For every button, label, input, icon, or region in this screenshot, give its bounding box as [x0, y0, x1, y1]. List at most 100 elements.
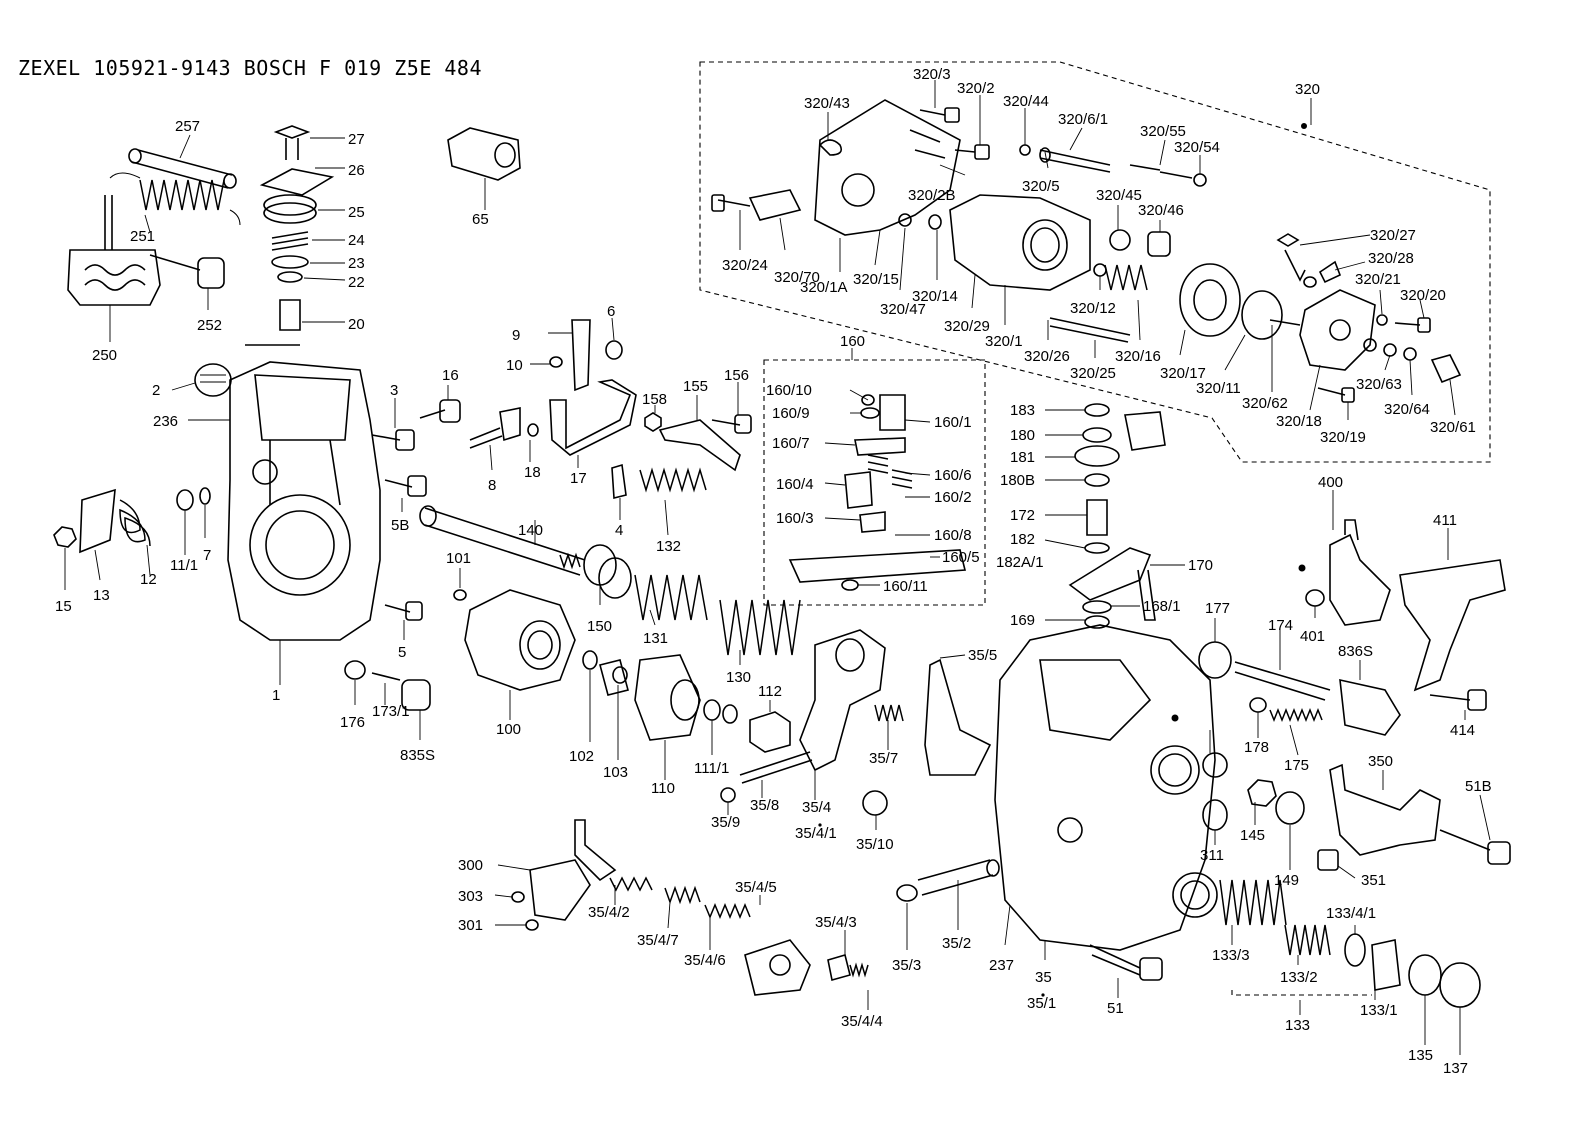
- label-320-54: 320/54: [1174, 139, 1220, 156]
- label-180: 180: [1010, 427, 1035, 444]
- label-35-2: 35/2: [942, 935, 971, 952]
- label-320-46: 320/46: [1138, 202, 1184, 219]
- housing-35: [994, 624, 1218, 951]
- assembly-160: [788, 394, 967, 591]
- label-320-18: 320/18: [1276, 413, 1322, 430]
- label-411: 411: [1433, 512, 1457, 529]
- label-5B: 5B: [391, 517, 409, 534]
- label-252: 252: [197, 317, 222, 334]
- stack-27-20: [245, 125, 335, 346]
- tube-257: [128, 148, 237, 189]
- parts-15-7: [53, 487, 211, 554]
- label-178: 178: [1244, 739, 1269, 756]
- label-35-4: 35/4: [802, 799, 831, 816]
- label-13: 13: [93, 587, 110, 604]
- label-160-11: 160/11: [883, 578, 928, 595]
- label-160-5: 160/5: [942, 549, 980, 566]
- label-16: 16: [442, 367, 459, 384]
- cam-100: [464, 589, 576, 691]
- parts-150-110: [583, 544, 801, 741]
- label-320-62: 320/62: [1242, 395, 1288, 412]
- label-23: 23: [348, 255, 365, 272]
- label-236: 236: [153, 413, 178, 430]
- parts-177-175: [1198, 641, 1401, 736]
- label-100: 100: [496, 721, 521, 738]
- parts-102-103: [582, 650, 629, 696]
- label-25: 25: [348, 204, 365, 221]
- label-320-55: 320/55: [1140, 123, 1186, 140]
- frame-160: [763, 359, 986, 606]
- label-133-2: 133/2: [1280, 969, 1318, 986]
- label-160-8: 160/8: [934, 527, 972, 544]
- label-176: 176: [340, 714, 365, 731]
- label-177: 177: [1205, 600, 1230, 617]
- label-160: 160: [840, 333, 865, 350]
- label-35-4-7: 35/4/7: [637, 932, 679, 949]
- label-133-1: 133/1: [1360, 1002, 1398, 1019]
- parts-9-4: [469, 319, 637, 500]
- spring-132: [639, 467, 707, 493]
- label-160-9: 160/9: [772, 405, 810, 422]
- label-51: 51: [1107, 1000, 1124, 1017]
- nut-65: [447, 127, 521, 181]
- label-300: 300: [458, 857, 483, 874]
- label-27: 27: [348, 131, 365, 148]
- label-351: 351: [1361, 872, 1386, 889]
- bolt-51: [1089, 944, 1163, 981]
- label-35-10: 35/10: [856, 836, 894, 853]
- label-160-1: 160/1: [934, 414, 972, 431]
- label-181: 181: [1010, 449, 1035, 466]
- label-160-3: 160/3: [776, 510, 814, 527]
- label-51B: 51B: [1465, 778, 1492, 795]
- label-320-20: 320/20: [1400, 287, 1446, 304]
- label-35: 35: [1035, 969, 1052, 986]
- label-414: 414: [1450, 722, 1475, 739]
- label-835S: 835S: [400, 747, 435, 764]
- label-301: 301: [458, 917, 483, 934]
- label-20: 20: [348, 316, 365, 333]
- label-111-1: 111/1: [694, 760, 729, 777]
- screws-3-16-5: [371, 399, 461, 621]
- label-168-1: 168/1: [1143, 598, 1181, 615]
- label-320-61: 320/61: [1430, 419, 1476, 436]
- label-140: 140: [518, 522, 543, 539]
- label-320-26: 320/26: [1024, 348, 1070, 365]
- label-22: 22: [348, 274, 365, 291]
- label-11-1: 11/1: [170, 557, 198, 574]
- label-320-6-1: 320/6/1: [1058, 111, 1108, 128]
- label-174: 174: [1268, 617, 1293, 634]
- label-170: 170: [1188, 557, 1213, 574]
- label-135: 135: [1408, 1047, 1433, 1064]
- label-320-43: 320/43: [804, 95, 850, 112]
- label-9: 9: [512, 327, 520, 344]
- label-251: 251: [130, 228, 155, 245]
- label-132: 132: [656, 538, 681, 555]
- label-65: 65: [472, 211, 489, 228]
- label-320-16: 320/16: [1115, 348, 1161, 365]
- label-320-2: 320/2: [957, 80, 995, 97]
- label-3: 3: [390, 382, 398, 399]
- diagram-title: ZEXEL 105921-9143 BOSCH F 019 Z5E 484: [18, 56, 482, 80]
- linkage-35: [720, 629, 992, 816]
- label-156: 156: [724, 367, 749, 384]
- label-101: 101: [446, 550, 471, 567]
- label-320-17: 320/17: [1160, 365, 1206, 382]
- label-112: 112: [758, 683, 782, 700]
- label-4: 4: [615, 522, 623, 539]
- label-35-9: 35/9: [711, 814, 740, 831]
- parts-176-835S: [344, 660, 431, 711]
- brackets-400-414: [1305, 519, 1506, 711]
- label-400: 400: [1318, 474, 1343, 491]
- label-183: 183: [1010, 402, 1035, 419]
- label-320-45: 320/45: [1096, 187, 1142, 204]
- label-18: 18: [524, 464, 541, 481]
- label-320-44: 320/44: [1003, 93, 1049, 110]
- frame-133: [1231, 990, 1372, 996]
- label-320-3: 320/3: [913, 66, 951, 83]
- label-182A-1: 182A/1: [996, 554, 1044, 571]
- label-1: 1: [272, 687, 280, 704]
- label-12: 12: [140, 571, 157, 588]
- label-320-24: 320/24: [722, 257, 768, 274]
- label-110: 110: [651, 780, 675, 797]
- label-8: 8: [488, 477, 496, 494]
